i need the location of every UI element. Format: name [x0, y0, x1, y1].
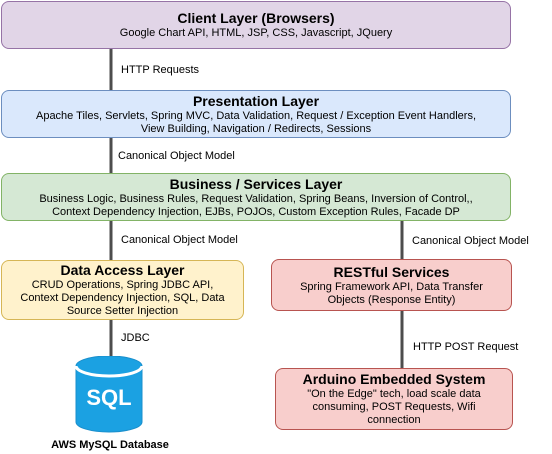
http-post-request-connector-label: HTTP POST Request — [413, 341, 519, 354]
business-layer-technologies-line-1: Business Logic, Business Rules, Request … — [39, 192, 473, 205]
database-icon-text: SQL — [86, 385, 131, 410]
presentation-layer-technologies-line-2: View Building, Navigation / Redirects, S… — [140, 122, 372, 135]
client-layer-technologies: Google Chart API, HTML, JSP, CSS, Javasc… — [119, 27, 393, 39]
http-requests-connector-label: HTTP Requests — [121, 64, 200, 77]
data-access-layer-box: Data Access Layer CRUD Operations, Sprin… — [1, 260, 244, 320]
data-access-layer-technologies-line-3: Source Setter Injection — [66, 305, 179, 317]
presentation-layer-technologies-line-1: Apache Tiles, Servlets, Spring MVC, Data… — [35, 109, 477, 122]
business-layer-technologies-line-2: Context Dependency Injection, EJBs, POJO… — [52, 205, 460, 218]
data-access-layer-technologies-line-2: Context Dependency Injection, SQL, Data — [20, 292, 225, 304]
data-access-layer-technologies-line-1: CRUD Operations, Spring JDBC API, — [31, 279, 214, 291]
arduino-embedded-system-details-line-3: connection — [367, 414, 421, 426]
arduino-embedded-system-title: Arduino Embedded System — [302, 371, 486, 387]
database-label: AWS MySQL Database — [51, 439, 169, 451]
data-access-layer-title: Data Access Layer — [60, 262, 185, 278]
restful-services-technologies-line-1: Spring Framework API, Data Transfer — [300, 280, 483, 293]
presentation-business-connector-label: Canonical Object Model — [118, 150, 235, 163]
arduino-embedded-system-details-line-1: "On the Edge" tech, load scale data — [307, 388, 481, 400]
database-cylinder-icon: SQL — [75, 356, 143, 433]
arduino-embedded-system-details-line-2: consuming, POST Requests, Wifi — [312, 401, 476, 413]
presentation-layer-box: Presentation Layer Apache Tiles, Servlet… — [1, 90, 511, 138]
restful-services-title: RESTful Services — [333, 263, 450, 280]
restful-services-box: RESTful Services Spring Framework API, D… — [271, 259, 512, 311]
business-layer-title: Business / Services Layer — [169, 175, 343, 192]
jdbc-connector-label: JDBC — [121, 332, 150, 345]
presentation-layer-title: Presentation Layer — [192, 92, 320, 109]
business-data-access-connector-label: Canonical Object Model — [121, 234, 238, 247]
restful-services-technologies-line-2: Objects (Response Entity) — [327, 293, 456, 306]
client-layer-box: Client Layer (Browsers) Google Chart API… — [1, 1, 511, 49]
business-restful-connector-label: Canonical Object Model — [412, 235, 529, 248]
database-cylinder-rim — [75, 365, 143, 378]
arduino-embedded-system-box: Arduino Embedded System "On the Edge" te… — [275, 368, 513, 430]
client-layer-title: Client Layer (Browsers) — [177, 10, 335, 26]
business-layer-box: Business / Services Layer Business Logic… — [1, 173, 511, 221]
